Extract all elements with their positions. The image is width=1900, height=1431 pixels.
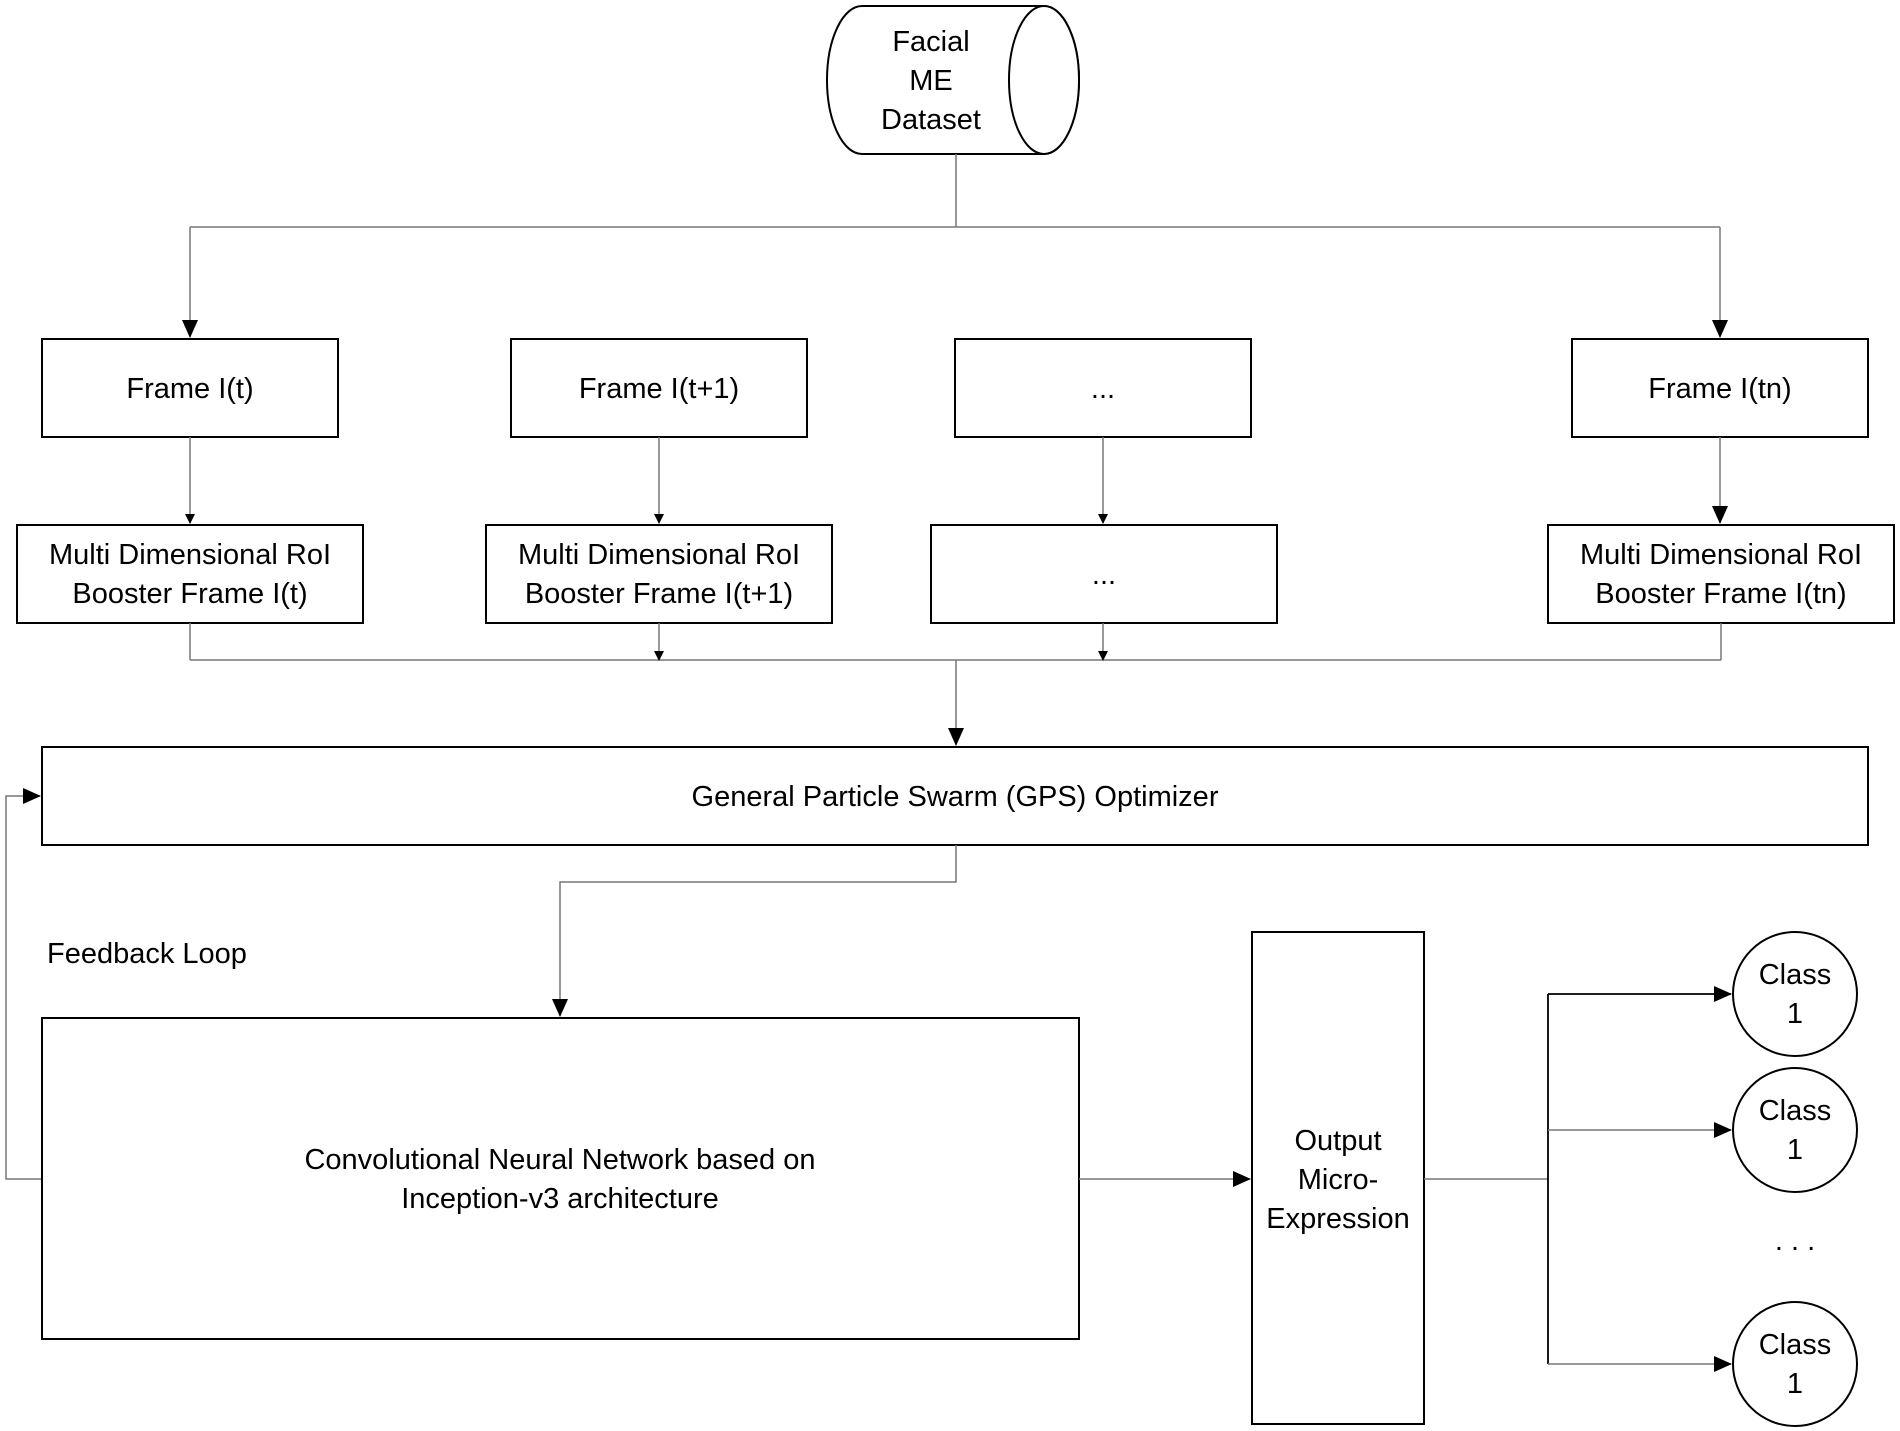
dataset-to-frames-connectors <box>182 154 1728 338</box>
frame-label-tn: Frame I(tn) <box>1648 373 1791 405</box>
booster-box-tn: Multi Dimensional RoI Booster Frame I(tn… <box>1547 524 1895 624</box>
frame-box-t-plus-1: Frame I(t+1) <box>510 338 808 438</box>
booster-label-tn-line2: Booster Frame I(tn) <box>1595 578 1846 610</box>
frame-box-ellipsis: ... <box>954 338 1252 438</box>
cnn-label-line2: Inception-v3 architecture <box>401 1183 719 1215</box>
dataset-label-line1: Facial <box>892 26 969 58</box>
class-1-label-line1: Class <box>1759 959 1832 991</box>
dataset-label-line2: ME <box>909 65 953 97</box>
feedback-loop-label: Feedback Loop <box>47 938 247 970</box>
class-circle-2: Class 1 <box>1732 1067 1858 1193</box>
class-ellipsis: . . . <box>1775 1225 1815 1257</box>
class-circle-1: Class 1 <box>1732 931 1858 1057</box>
gps-optimizer-box: General Particle Swarm (GPS) Optimizer <box>41 746 1869 846</box>
frame-label-t: Frame I(t) <box>126 373 253 405</box>
feedback-loop-connector: Feedback Loop <box>5 788 247 1180</box>
frame-label-t-plus-1: Frame I(t+1) <box>579 373 739 405</box>
booster-label-t-line1: Multi Dimensional RoI <box>49 539 331 571</box>
frame-box-t: Frame I(t) <box>41 338 339 438</box>
class-2-label-line2: 1 <box>1787 1134 1803 1166</box>
booster-label-tn-line1: Multi Dimensional RoI <box>1580 539 1862 571</box>
output-micro-expression-box: Output Micro- Expression <box>1251 931 1425 1425</box>
output-label-line2: Micro- <box>1298 1164 1379 1196</box>
frame-label-ellipsis: ... <box>1091 373 1115 405</box>
class-circle-3: Class 1 <box>1732 1301 1858 1427</box>
gps-optimizer-label: General Particle Swarm (GPS) Optimizer <box>692 781 1219 813</box>
dataset-label-line3: Dataset <box>881 104 981 136</box>
booster-label-t-plus-1-line2: Booster Frame I(t+1) <box>525 578 793 610</box>
output-label-line1: Output <box>1294 1125 1381 1157</box>
class-3-label-line2: 1 <box>1787 1368 1803 1400</box>
boosters-to-optimizer-connectors <box>189 623 1722 746</box>
cnn-box: Convolutional Neural Network based on In… <box>41 1017 1080 1340</box>
booster-box-ellipsis: ... <box>930 524 1278 624</box>
booster-label-ellipsis: ... <box>1092 559 1116 591</box>
class-1-label-line2: 1 <box>1787 998 1803 1030</box>
booster-box-t: Multi Dimensional RoI Booster Frame I(t) <box>16 524 364 624</box>
optimizer-to-cnn-connector <box>552 845 957 1017</box>
facial-me-dataset-cylinder: Facial ME Dataset <box>826 5 1080 155</box>
frame-to-booster-arrows <box>185 437 1728 524</box>
booster-box-t-plus-1: Multi Dimensional RoI Booster Frame I(t+… <box>485 524 833 624</box>
cnn-label-line1: Convolutional Neural Network based on <box>304 1144 815 1176</box>
booster-label-t-plus-1-line1: Multi Dimensional RoI <box>518 539 800 571</box>
frame-box-tn: Frame I(tn) <box>1571 338 1869 438</box>
class-2-label-line1: Class <box>1759 1095 1832 1127</box>
class-3-label-line1: Class <box>1759 1329 1832 1361</box>
output-to-classes-connectors <box>1424 986 1732 1372</box>
booster-label-t-line2: Booster Frame I(t) <box>72 578 307 610</box>
output-label-line3: Expression <box>1266 1203 1409 1235</box>
